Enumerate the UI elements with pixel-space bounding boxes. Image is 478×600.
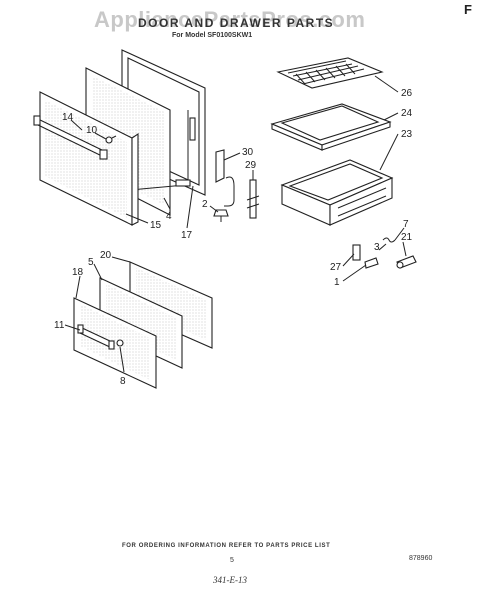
callout-11: 11 — [54, 320, 65, 331]
watermark: AppliancePartsPros.com — [94, 7, 366, 32]
callout-17: 17 — [181, 230, 193, 241]
broiler-grid — [276, 57, 384, 89]
callout-10: 10 — [86, 125, 98, 136]
callout-24: 24 — [401, 108, 413, 119]
callout-29: 29 — [245, 160, 257, 171]
callout-26: 26 — [401, 88, 413, 99]
callout-27: 27 — [330, 262, 342, 273]
callout-23: 23 — [401, 129, 413, 140]
corner-mark: F — [464, 2, 472, 17]
callout-7: 7 — [403, 219, 409, 230]
storage-drawer — [280, 159, 394, 226]
page-number: 5 — [230, 557, 234, 564]
model-label: For Model SF0100SKW1 — [172, 32, 253, 39]
ordering-info: FOR ORDERING INFORMATION REFER TO PARTS … — [122, 543, 331, 549]
oven-door-outer-panel — [39, 91, 139, 226]
callout-4: 4 — [166, 211, 172, 222]
leader-lines — [64, 75, 407, 373]
callout-5: 5 — [88, 257, 94, 268]
callout-18: 18 — [72, 267, 84, 278]
callout-21: 21 — [401, 232, 413, 243]
drawer-front-panel — [73, 297, 157, 389]
broiler-pan — [270, 103, 392, 151]
callout-2: 2 — [202, 199, 208, 210]
callout-20: 20 — [100, 250, 112, 261]
callout-15: 15 — [150, 220, 162, 231]
callout-30: 30 — [242, 147, 254, 158]
oven-door-handle — [33, 115, 108, 160]
drawer-bracket — [352, 244, 379, 269]
page-title: DOOR AND DRAWER PARTS — [138, 16, 335, 30]
callout-3: 3 — [374, 242, 380, 253]
handle-screw — [105, 135, 117, 144]
handwritten-note: 341-E-13 — [213, 575, 247, 585]
callout-1: 1 — [334, 277, 340, 288]
drawer-spring — [382, 237, 396, 243]
drawer-handle-screw — [116, 339, 124, 347]
callout-8: 8 — [120, 376, 126, 387]
drawer-roller — [396, 255, 417, 269]
document-number: 878960 — [409, 555, 433, 562]
callout-14: 14 — [62, 112, 74, 123]
hinge-bolt — [213, 209, 229, 222]
door-hinge — [215, 149, 260, 219]
